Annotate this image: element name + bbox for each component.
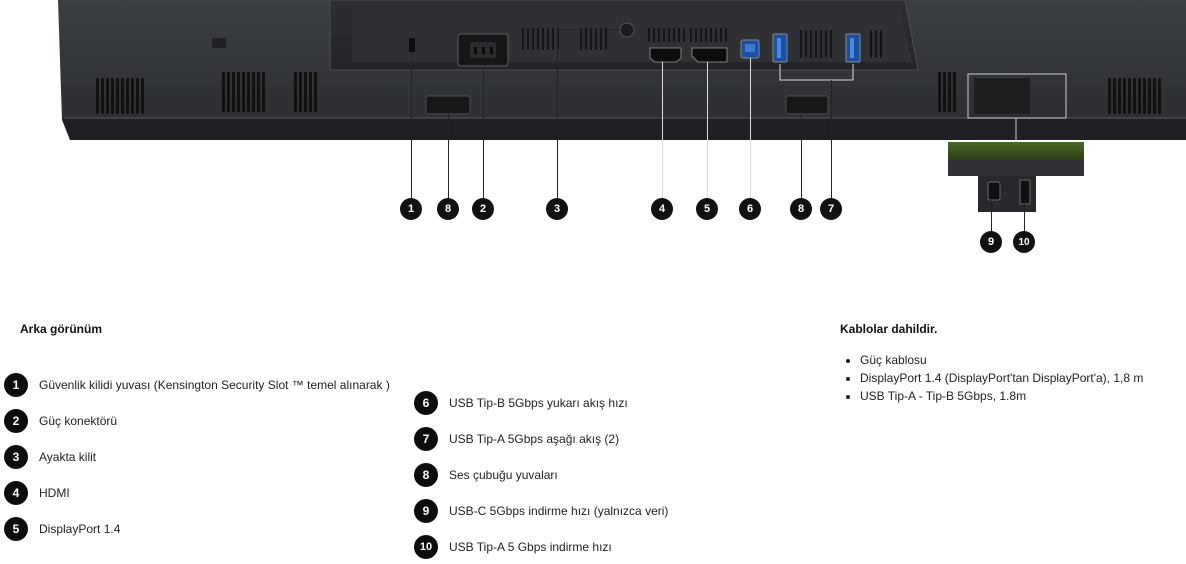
legend-number: 2: [4, 409, 28, 433]
legend-label: DisplayPort 1.4: [39, 522, 121, 536]
legend-label: USB Tip-A 5Gbps aşağı akış (2): [449, 432, 620, 446]
legend-item: 10 USB Tip-A 5 Gbps indirme hızı: [414, 535, 612, 559]
legend-item: 1 Güvenlik kilidi yuvası (Kensington Sec…: [4, 373, 390, 397]
legend-item: 8 Ses çubuğu yuvaları: [414, 463, 558, 487]
security-slot-port: [409, 38, 415, 52]
legend-item: 6 USB Tip-B 5Gbps yukarı akış hızı: [414, 391, 628, 415]
callout-5: 5: [696, 198, 718, 220]
callout-3: 3: [546, 198, 568, 220]
legend-label: Güvenlik kilidi yuvası (Kensington Secur…: [39, 378, 390, 392]
legend-number: 1: [4, 373, 28, 397]
list-item: DisplayPort 1.4 (DisplayPort'tan Display…: [860, 369, 1143, 387]
legend-label: USB Tip-A 5 Gbps indirme hızı: [449, 540, 612, 554]
legend-label: USB-C 5Gbps indirme hızı (yalnızca veri): [449, 504, 669, 518]
legend-item: 5 DisplayPort 1.4: [4, 517, 120, 541]
legend-item: 9 USB-C 5Gbps indirme hızı (yalnızca ver…: [414, 499, 668, 523]
legend-number: 9: [414, 499, 438, 523]
callout-10: 10: [1013, 231, 1035, 253]
stand-lock-screw: [619, 22, 635, 38]
legend-item: 2 Güç konektörü: [4, 409, 117, 433]
callout-9: 9: [980, 231, 1002, 253]
legend-number: 3: [4, 445, 28, 469]
monitor-rear-diagram: 1 8 2 3 4 5 6 8 7 9 10: [0, 0, 1186, 260]
soundbar-slot-right: [785, 95, 829, 115]
legend-label: USB Tip-B 5Gbps yukarı akış hızı: [449, 396, 628, 410]
legend-number: 5: [4, 517, 28, 541]
legend-label: Ayakta kilit: [39, 450, 97, 464]
callout-1: 1: [400, 198, 422, 220]
callout-8-left: 8: [437, 198, 459, 220]
callout-4: 4: [651, 198, 673, 220]
left-vents: [96, 72, 317, 114]
monitor-rear-illustration: [58, 0, 1186, 212]
callout-8-right: 8: [790, 198, 812, 220]
callout-6: 6: [739, 198, 761, 220]
cables-title: Kablolar dahildir.: [840, 322, 938, 336]
legend-item: 4 HDMI: [4, 481, 70, 505]
legend-label: Ses çubuğu yuvaları: [449, 468, 558, 482]
right-vents: [938, 72, 1161, 114]
legend-number: 10: [414, 535, 438, 559]
legend-label: Güç konektörü: [39, 414, 118, 428]
zoom-inset: [948, 142, 1084, 212]
legend-number: 4: [4, 481, 28, 505]
legend-number: 7: [414, 427, 438, 451]
hdmi-port: [649, 47, 682, 63]
callout-2: 2: [472, 198, 494, 220]
list-item: USB Tip-A - Tip-B 5Gbps, 1.8m: [860, 387, 1143, 405]
legend-number: 6: [414, 391, 438, 415]
legend-item: 3 Ayakta kilit: [4, 445, 96, 469]
list-item: Güç kablosu: [860, 351, 1143, 369]
legend-label: HDMI: [39, 486, 70, 500]
cables-list: Güç kablosu DisplayPort 1.4 (DisplayPort…: [840, 351, 1143, 405]
soundbar-slot-left: [425, 95, 471, 115]
callout-7: 7: [820, 198, 842, 220]
displayport-port: [691, 47, 728, 63]
rear-view-title: Arka görünüm: [20, 322, 103, 336]
legend-item: 7 USB Tip-A 5Gbps aşağı akış (2): [414, 427, 619, 451]
legend-number: 8: [414, 463, 438, 487]
